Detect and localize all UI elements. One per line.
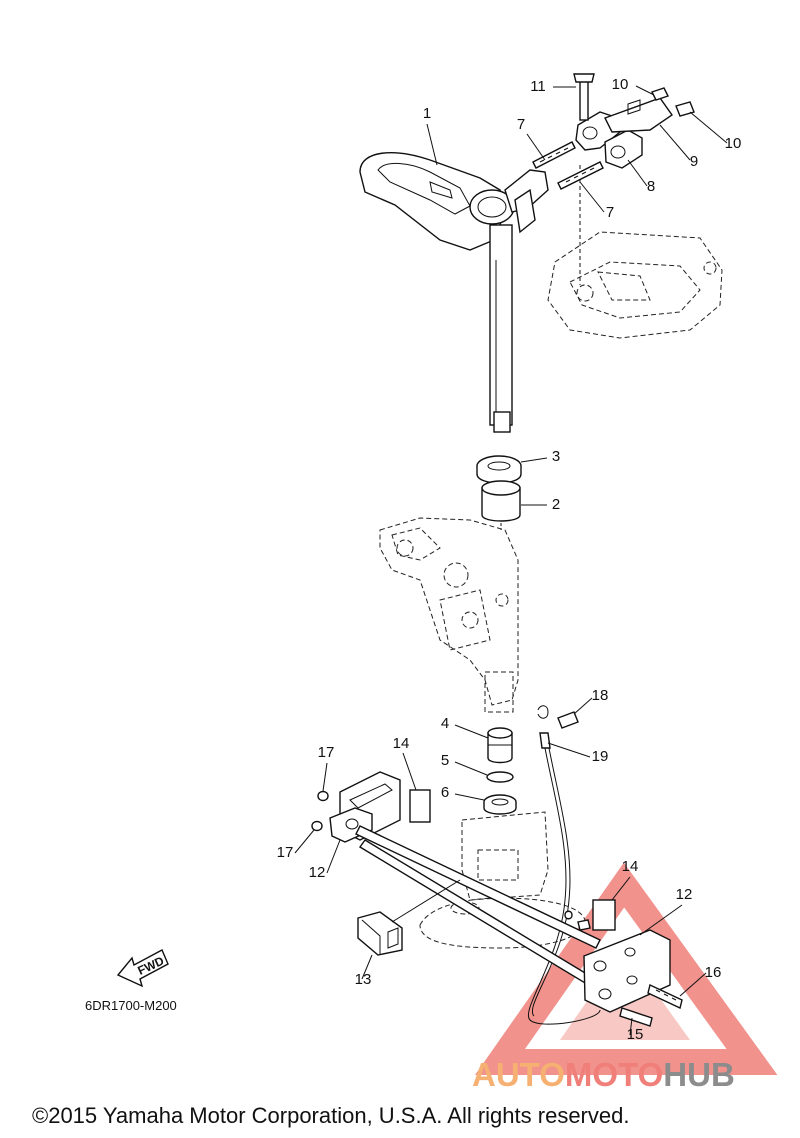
callout-18: 18 xyxy=(592,687,609,704)
callout-6: 6 xyxy=(441,784,449,801)
callout-13: 13 xyxy=(355,971,372,988)
callout-16: 16 xyxy=(705,964,722,981)
svg-text:AUTOMOTOHUB: AUTOMOTOHUB xyxy=(472,1056,735,1093)
swivel-bracket-phantom xyxy=(379,517,519,713)
steering-bracket-part-1 xyxy=(359,152,549,433)
watermark-auto: AUTO xyxy=(472,1056,565,1093)
callout-15: 15 xyxy=(627,1026,644,1043)
callout-10: 10 xyxy=(725,135,742,152)
fwd-label: FWD xyxy=(135,954,166,978)
diagram-code: 6DR1700-M200 xyxy=(85,998,177,1013)
callout-11: 11 xyxy=(530,78,546,95)
seal-part-6 xyxy=(483,794,517,815)
wedge-block-part-13 xyxy=(357,879,461,956)
callout-3: 3 xyxy=(552,448,560,465)
callout-12: 12 xyxy=(309,864,326,881)
callout-7: 7 xyxy=(606,204,614,221)
right-clamp-group xyxy=(564,899,683,1027)
bushing-part-2 xyxy=(481,480,521,522)
callout-17: 17 xyxy=(318,744,335,761)
callout-8: 8 xyxy=(647,178,655,195)
bushing-part-4 xyxy=(487,727,513,764)
clamp-assembly-parts-8-11 xyxy=(573,73,695,169)
callout-14: 14 xyxy=(622,858,639,875)
callout-14: 14 xyxy=(393,735,410,752)
callout-17: 17 xyxy=(277,844,294,861)
engine-bracket-phantom xyxy=(547,165,723,339)
watermark-moto: MOTO xyxy=(565,1056,663,1093)
callout-1: 1 xyxy=(423,105,431,122)
watermark-hub: HUB xyxy=(663,1056,735,1093)
callout-5: 5 xyxy=(441,752,449,769)
callout-10: 10 xyxy=(612,76,629,93)
callout-12: 12 xyxy=(676,886,693,903)
o-ring-part-5 xyxy=(486,771,514,783)
callout-4: 4 xyxy=(441,715,449,732)
copyright-notice: ©2015 Yamaha Motor Corporation, U.S.A. A… xyxy=(32,1103,629,1128)
callout-9: 9 xyxy=(690,153,698,170)
callout-2: 2 xyxy=(552,496,560,513)
forward-arrow-icon: FWD xyxy=(116,949,169,988)
callout-19: 19 xyxy=(592,748,609,765)
stud-bolts-part-7 xyxy=(532,141,604,190)
callout-7: 7 xyxy=(517,116,525,133)
leader-lines xyxy=(294,85,728,1036)
watermark-logo: AUTOMOTOHUB xyxy=(472,1056,735,1093)
seal-part-3 xyxy=(476,455,522,484)
